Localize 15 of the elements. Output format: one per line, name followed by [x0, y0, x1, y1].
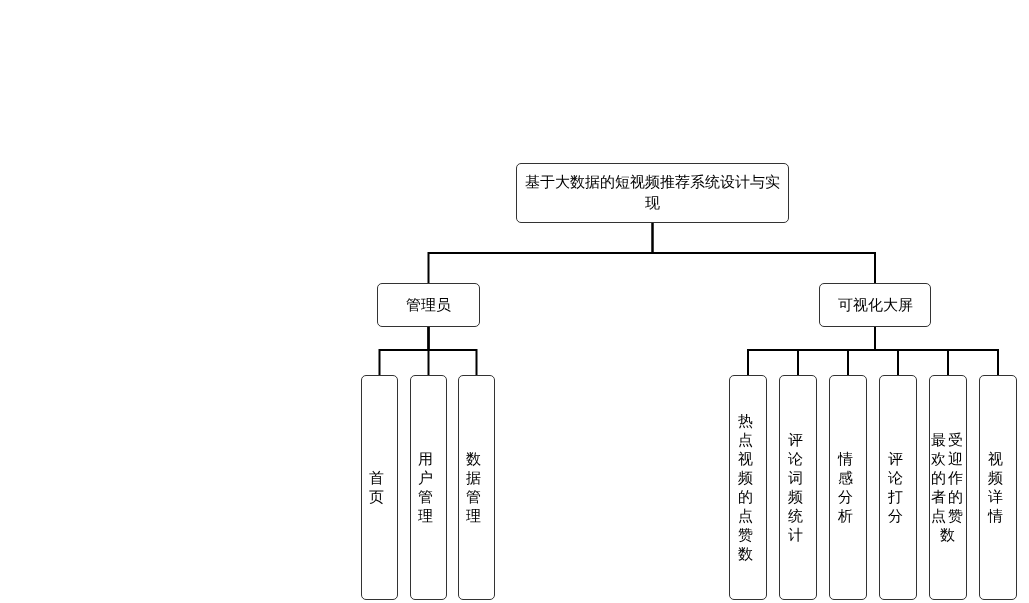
category-box: 管理员 — [377, 283, 480, 327]
connector-line — [651, 222, 876, 284]
module-box: 热点视频的点赞数 — [729, 375, 767, 600]
module-box: 视频详情 — [979, 375, 1017, 600]
module-box: 最受欢迎的作者的点赞数 — [929, 375, 967, 600]
connector-line — [427, 326, 478, 376]
title-box: 基于大数据的短视频推荐系统设计与实现 — [516, 163, 789, 223]
module-box: 评论打分 — [879, 375, 917, 600]
module-box: 首页 — [361, 375, 398, 600]
module-box: 用户管理 — [410, 375, 447, 600]
connector-line — [874, 326, 999, 376]
module-box: 数据管理 — [458, 375, 495, 600]
module-box: 情感分析 — [829, 375, 867, 600]
module-box: 评论词频统计 — [779, 375, 817, 600]
category-box: 可视化大屏 — [819, 283, 931, 327]
